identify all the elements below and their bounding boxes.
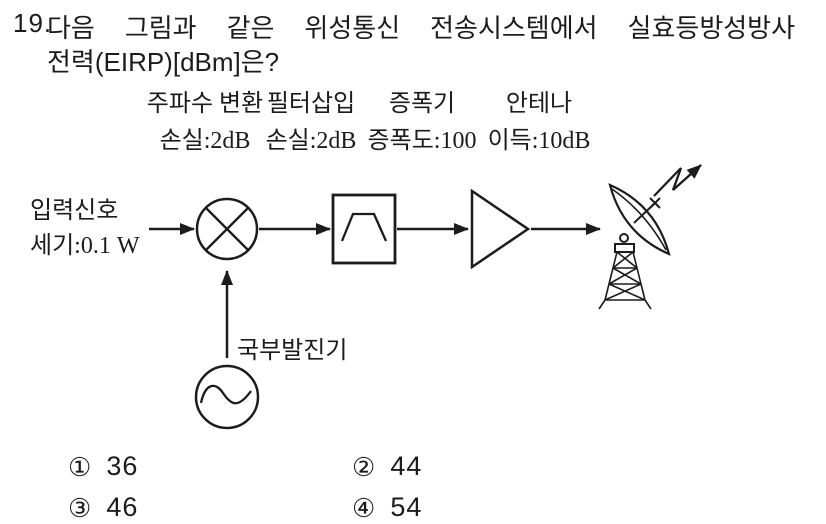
question-number: 19. [13,8,53,38]
label-frequency-conversion-title: 주파수 변환 [146,91,264,117]
answer-option-4: ④ 54 [352,492,422,523]
radiated-signal-arrow [653,164,702,197]
input-signal-label-line2: 세기:0.1 W [30,233,140,259]
label-antenna: 안테나 이득:10dB [488,86,591,160]
input-signal-label: 입력신호 세기:0.1 W [30,194,139,264]
answer-option-2-marker: ② [352,451,376,482]
antenna-icon [598,164,702,310]
answer-option-3-value: 46 [106,492,139,522]
question-text-line2: 전력(EIRP)[dBm]은? [47,47,280,77]
answer-option-3: ③ 46 [68,492,138,523]
label-amplifier-spec: 증폭도:100 [367,128,477,154]
question-text-line1: 다음 그림과 같은 위성통신 전송시스템에서 실효등방성방사 [47,13,795,43]
local-oscillator-icon [194,364,260,430]
answer-option-4-value: 54 [390,492,423,522]
label-antenna-title: 안테나 [505,91,573,117]
answer-option-1: ① 36 [68,451,138,482]
answer-option-2: ② 44 [352,451,422,482]
answer-option-2-value: 44 [390,451,423,481]
label-filter-insertion-spec: 손실:2dB [265,128,357,154]
label-filter-insertion: 필터삽입 손실:2dB [266,86,357,160]
local-oscillator-label: 국부발진기 [237,338,348,364]
answer-option-1-marker: ① [68,451,92,482]
answer-option-4-marker: ④ [352,492,376,523]
amplifier-icon [470,188,531,270]
label-amplifier: 증폭기 증폭도:100 [368,86,477,160]
bandpass-filter-icon [331,193,397,265]
label-filter-insertion-title: 필터삽입 [266,91,356,117]
mixer-icon [195,197,259,261]
label-antenna-spec: 이득:10dB [487,128,591,154]
label-frequency-conversion-spec: 손실:2dB [159,128,251,154]
input-signal-label-line1: 입력신호 [30,198,119,224]
answer-option-3-marker: ③ [68,492,92,523]
answer-option-1-value: 36 [106,451,139,481]
label-frequency-conversion: 주파수 변환 손실:2dB [147,86,263,160]
label-amplifier-title: 증폭기 [388,91,456,117]
